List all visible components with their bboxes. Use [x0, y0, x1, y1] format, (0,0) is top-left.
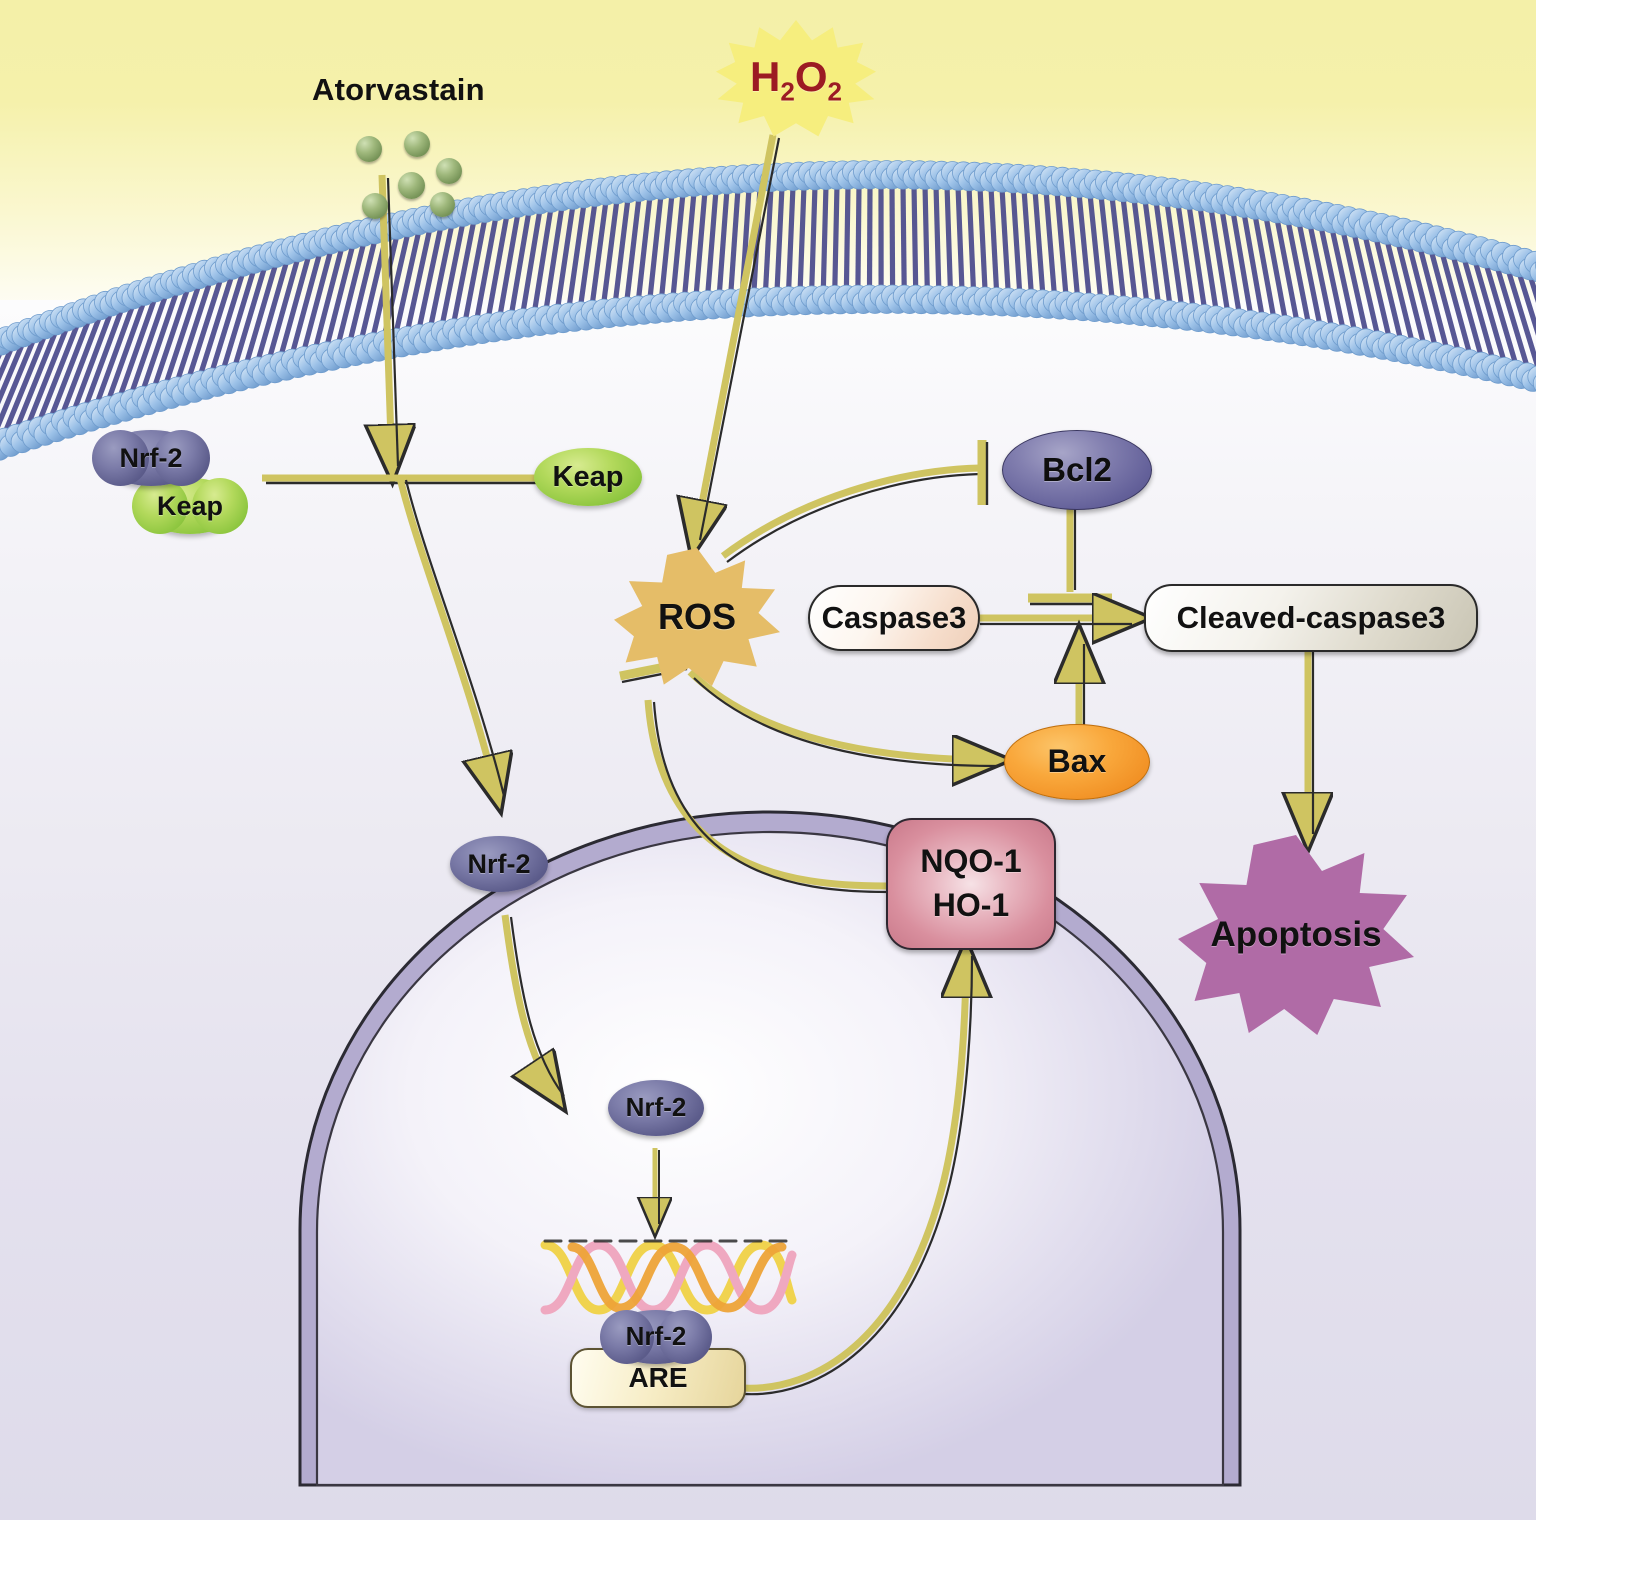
bax-node: Bax: [1004, 724, 1150, 800]
nrf2-nuclear-node: Nrf-2: [600, 1080, 712, 1136]
bcl2-node: Bcl2: [1002, 430, 1152, 510]
cleaved-caspase3-node: Cleaved-caspase3: [1144, 584, 1478, 652]
drug-particle: [436, 158, 462, 184]
ho1-label: HO-1: [932, 887, 1010, 923]
nucleus: [298, 810, 1242, 1487]
nrf2-keap-complex-keap: Keap: [132, 478, 248, 534]
dna-double-helix: [540, 1239, 797, 1315]
drug-particle: [356, 136, 382, 162]
nqo1-label: NQO-1: [920, 843, 1022, 880]
nrf2-keap-complex-nrf2: Nrf-2: [91, 430, 211, 486]
nrf2-bound-node: Nrf-2: [600, 1310, 712, 1364]
diagram-canvas: Atorvastain H2O2 Nrf-2 Keap Keap ROS Bcl…: [0, 0, 1536, 1520]
edge-are-to-nqo: [741, 952, 966, 1392]
drug-particle: [362, 193, 388, 219]
drug-particle: [430, 192, 455, 217]
edge-layer: [262, 134, 1313, 1396]
plasma-membrane: [0, 160, 1536, 461]
nqo1-ho1-node: NQO-1 HO-1: [886, 818, 1056, 950]
vector-layer: [0, 134, 1536, 1487]
edge-atorvastatin-to-complex: [382, 174, 392, 470]
h2o2-sub-a: 2: [780, 76, 795, 107]
caspase3-node: Caspase3: [808, 585, 980, 651]
edge-h2o2-to-ros: [694, 134, 777, 545]
nrf2-cytoplasm-node: Nrf-2: [442, 836, 556, 892]
edge-nqo-inhibits-ros: [644, 699, 887, 890]
atorvastatin-label: Atorvastain: [312, 72, 485, 107]
keap-free: Keap: [525, 448, 651, 506]
edge-complex-to-nrf2: [396, 477, 498, 800]
drug-particle: [398, 172, 425, 199]
edge-ros-to-bax: [687, 669, 998, 760]
h2o2-h: H: [750, 52, 781, 100]
edge-ros-inhibits-bcl2: [720, 464, 981, 559]
edge-nrf2-into-nucleus: [501, 914, 558, 1100]
h2o2-o: O: [794, 52, 828, 100]
h2o2-sub-b: 2: [827, 76, 842, 107]
drug-particle: [404, 131, 430, 157]
